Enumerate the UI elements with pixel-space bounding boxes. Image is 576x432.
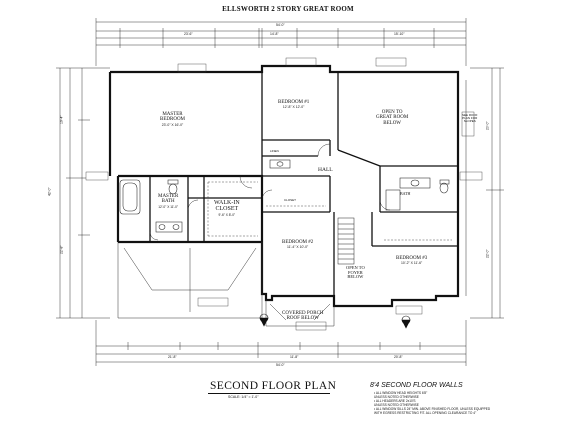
note-line: • ALL HEADERS ARE 2x10'S bbox=[374, 399, 416, 403]
room-size: 11'-4" X 10'-0" bbox=[287, 245, 309, 250]
room-great-room-open: OPEN TO GREAT ROOM BELOW bbox=[376, 110, 408, 126]
room-name-line3: BELOW bbox=[383, 120, 402, 126]
room-name-line2: ROOF BELOW bbox=[286, 316, 319, 322]
room-linen: LINEN bbox=[270, 149, 279, 153]
note-line: UNLESS NOTED OTHERWISE bbox=[374, 395, 419, 399]
room-size: 12'-8" X 12'-0" bbox=[282, 105, 305, 110]
note-line: • ALL WINDOW SILLS 24" MIN. ABOVE FINISH… bbox=[374, 407, 491, 411]
bath-fixtures bbox=[119, 159, 450, 233]
window-tags bbox=[85, 57, 483, 331]
section-markers bbox=[259, 313, 411, 329]
room-name: BEDROOM #2 bbox=[282, 240, 314, 245]
dim-bottom-1: 21'-8" bbox=[168, 355, 177, 359]
note-line1: SEE ROOF bbox=[462, 113, 478, 117]
dim-bottom-2: 11'-8" bbox=[290, 355, 299, 359]
room-size: 23'-0" X 16'-0" bbox=[161, 122, 184, 127]
drawing-title: ELLSWORTH 2 STORY GREAT ROOM bbox=[222, 5, 354, 13]
note-line3: SLOPES bbox=[463, 119, 476, 124]
room-name-line2: CLOSET bbox=[215, 206, 239, 213]
closet-shelving bbox=[207, 181, 452, 241]
plan-scale: SCALE: 1/4" = 1'-0" bbox=[228, 395, 259, 399]
exterior-walls bbox=[108, 64, 460, 308]
room-hall: HALL bbox=[318, 167, 333, 173]
plan-title: SECOND FLOOR PLAN bbox=[210, 380, 337, 392]
left-dimension-lines bbox=[56, 67, 110, 319]
room-bath: BATH bbox=[400, 191, 411, 196]
notes-title: 8'4 SECOND FLOOR WALLS bbox=[370, 382, 463, 389]
room-foyer-open: OPEN TO FOYER BELOW bbox=[346, 265, 365, 280]
room-master-bath: MASTER BATH 12'-0" X 11'-0" bbox=[158, 194, 178, 209]
note-line: UNLESS NOTED OTHERWISE bbox=[374, 403, 419, 407]
plan-title-underline bbox=[208, 393, 330, 394]
room-name-line2: BEDROOM bbox=[160, 117, 186, 123]
room-name-line1: OPEN TO bbox=[381, 110, 403, 115]
room-size: 10'-2" X 11'-6" bbox=[401, 261, 423, 266]
dim-top-1: 23'-6" bbox=[184, 32, 193, 36]
note-line2: PLAN FOR bbox=[462, 116, 478, 121]
dim-overall-width-top: 54'-0" bbox=[276, 23, 285, 27]
room-bedroom-3: BEDROOM #3 10'-2" X 11'-6" bbox=[396, 256, 427, 266]
room-name: BEDROOM #3 bbox=[396, 256, 428, 261]
room-name-line3: BELOW bbox=[347, 274, 364, 280]
dim-top-2: 14'-8" bbox=[270, 32, 279, 36]
note-line: • ALL WINDOW HEAD HEIGHTS 6'8" bbox=[374, 391, 428, 395]
dim-right-2: 22'-0" bbox=[485, 249, 490, 259]
room-name-line2: FOYER bbox=[347, 269, 363, 275]
room-master-bedroom: MASTER BEDROOM 23'-0" X 16'-0" bbox=[160, 112, 185, 127]
dim-left-2: 22'-8" bbox=[59, 245, 64, 255]
dim-overall-depth: 42'-0" bbox=[47, 187, 52, 197]
room-name-line1: COVERED PORCH bbox=[282, 311, 324, 316]
roof-slope-lines bbox=[117, 80, 467, 327]
roof-slope-note: SEE ROOF PLAN FOR SLOPES bbox=[462, 113, 478, 124]
dim-right-1: 20'-0" bbox=[485, 121, 490, 131]
stairs bbox=[337, 217, 355, 265]
room-size: 12'-0" X 11'-0" bbox=[158, 204, 179, 209]
interior-walls bbox=[149, 72, 458, 296]
top-dimension-lines bbox=[95, 18, 467, 66]
room-name-line1: OPEN TO bbox=[346, 265, 365, 270]
room-name-line1: WALK-IN bbox=[214, 200, 240, 206]
room-name-line2: GREAT ROOM bbox=[376, 115, 409, 121]
room-walk-in-closet: WALK-IN CLOSET 9'-6" X 8'-0" bbox=[214, 200, 240, 217]
room-name-line1: MASTER bbox=[158, 194, 179, 199]
room-name-line1: MASTER bbox=[162, 112, 183, 117]
dim-left-1: 19'-4" bbox=[59, 115, 64, 125]
room-bedroom-2: BEDROOM #2 11'-4" X 10'-0" bbox=[282, 240, 313, 250]
room-bedroom-1: BEDROOM #1 12'-8" X 12'-0" bbox=[278, 100, 309, 110]
bottom-dimension-lines bbox=[95, 320, 467, 366]
right-dimension-lines bbox=[470, 67, 504, 319]
room-name: BEDROOM #1 bbox=[278, 100, 310, 105]
dim-overall-width-bottom: 54'-0" bbox=[276, 363, 285, 367]
dim-top-3: 15'-10" bbox=[394, 32, 405, 36]
room-name-line2: BATH bbox=[161, 199, 175, 205]
room-covered-porch-roof: COVERED PORCH ROOF BELOW bbox=[282, 311, 324, 322]
note-line: WITH EGRESS RESTRICTING FIT. ALL OPENING… bbox=[374, 411, 477, 415]
room-size: 9'-6" X 8'-0" bbox=[218, 212, 236, 217]
room-closet: CLOSET bbox=[284, 198, 297, 202]
door-swings bbox=[149, 143, 391, 241]
dim-bottom-3: 20'-8" bbox=[394, 355, 403, 359]
